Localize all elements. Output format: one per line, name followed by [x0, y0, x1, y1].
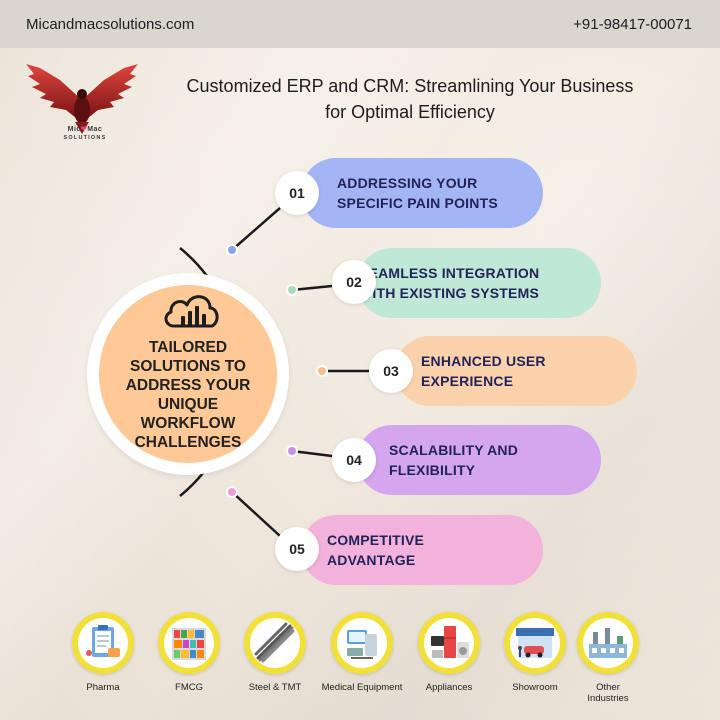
- industry-fmcg[interactable]: FMCG: [144, 612, 234, 693]
- node-dot-4: [288, 447, 296, 455]
- node-dot-2: [288, 286, 296, 294]
- item-number-5: 05: [275, 527, 319, 571]
- industry-ring: [577, 612, 639, 674]
- industry-appliances[interactable]: Appliances: [404, 612, 494, 693]
- medical-scanner-icon: [337, 618, 387, 668]
- home-appliances-icon: [424, 618, 474, 668]
- top-bar: Micandmacsolutions.com +91-98417-00071: [0, 0, 720, 48]
- node-dot-3: [318, 367, 326, 375]
- eagle-logo-icon: [26, 64, 138, 134]
- logo-word-mic: Mic: [67, 126, 81, 133]
- industry-medical[interactable]: Medical Equipment: [317, 612, 407, 693]
- cloud-bar-chart-icon: [164, 295, 219, 328]
- industry-other[interactable]: Other Industries: [563, 612, 653, 704]
- industry-showroom[interactable]: Showroom: [490, 612, 580, 693]
- item-3-line-1: Enhanced User: [421, 353, 546, 369]
- item-4-line-2: Flexibility: [389, 462, 476, 478]
- item-3-line-2: Experience: [421, 373, 514, 389]
- title-line-1: Customized ERP and CRM: Streamlining You…: [186, 76, 634, 96]
- item-pill-4: Scalability and Flexibility: [357, 425, 601, 495]
- industry-ring: [244, 612, 306, 674]
- connector-line-2: [291, 284, 333, 292]
- node-dot-5: [228, 488, 236, 496]
- logo-wordmark: Mic❤Mac SOLUTIONS: [52, 126, 118, 142]
- industry-ring: [418, 612, 480, 674]
- item-pill-1: Addressing Your Specific Pain Points: [301, 158, 543, 228]
- item-pill-5: Competitive Advantage: [301, 515, 543, 585]
- item-text-1: Addressing Your Specific Pain Points: [337, 173, 498, 213]
- industries-row: Pharma FMCG: [0, 612, 720, 720]
- item-number-3: 03: [369, 349, 413, 393]
- title-line-2: for Optimal Efficiency: [325, 102, 495, 122]
- connector-line-4: [291, 449, 333, 458]
- connector-line-1: [231, 207, 281, 251]
- industry-label: Appliances: [425, 682, 473, 693]
- industry-steel[interactable]: Steel & TMT: [230, 612, 320, 693]
- connector-line-5: [231, 491, 281, 537]
- item-number-1: 01: [275, 171, 319, 215]
- industry-label: Other Industries: [587, 682, 629, 704]
- factory-icon: [583, 618, 633, 668]
- item-2-line-1: Seamless Integration: [359, 265, 540, 281]
- industry-label: Showroom: [512, 682, 558, 693]
- clipboard-pills-icon: [78, 618, 128, 668]
- industry-label: Steel & TMT: [248, 682, 302, 693]
- item-number-4: 04: [332, 438, 376, 482]
- item-text-5: Competitive Advantage: [327, 530, 424, 570]
- heart-icon: ❤: [80, 126, 88, 133]
- industry-ring: [331, 612, 393, 674]
- industry-label: Medical Equipment: [321, 682, 403, 693]
- item-5-line-1: Competitive: [327, 532, 425, 548]
- car-showroom-icon: [510, 618, 560, 668]
- item-text-4: Scalability and Flexibility: [389, 440, 518, 480]
- logo-word-solutions: SOLUTIONS: [63, 135, 107, 141]
- item-4-line-1: Scalability and: [389, 442, 518, 458]
- grocery-shelf-icon: [164, 618, 214, 668]
- phone-number[interactable]: +91-98417-00071: [573, 16, 692, 33]
- logo-word-mac: Mac: [87, 126, 103, 133]
- industry-pharma[interactable]: Pharma: [58, 612, 148, 693]
- steel-bars-icon: [250, 618, 300, 668]
- item-2-line-2: with Existing Systems: [359, 285, 539, 301]
- item-1-line-2: Specific Pain Points: [337, 195, 498, 211]
- industry-label: FMCG: [175, 682, 203, 693]
- item-number-2: 02: [332, 260, 376, 304]
- item-pill-3: Enhanced User Experience: [395, 336, 637, 406]
- item-5-line-2: Advantage: [327, 552, 416, 568]
- industry-label: Pharma: [86, 682, 120, 693]
- industry-ring: [504, 612, 566, 674]
- item-pill-2: Seamless Integration with Existing Syste…: [357, 248, 601, 318]
- hub-text: Tailored Solutions to Address Your Uniqu…: [125, 339, 251, 451]
- page-title: Customized ERP and CRM: Streamlining You…: [160, 73, 660, 125]
- website-link[interactable]: Micandmacsolutions.com: [26, 16, 195, 33]
- item-text-2: Seamless Integration with Existing Syste…: [359, 263, 539, 303]
- item-text-3: Enhanced User Experience: [421, 351, 546, 391]
- item-1-line-1: Addressing Your: [337, 175, 478, 191]
- industry-ring: [158, 612, 220, 674]
- industry-ring: [72, 612, 134, 674]
- node-dot-1: [228, 246, 236, 254]
